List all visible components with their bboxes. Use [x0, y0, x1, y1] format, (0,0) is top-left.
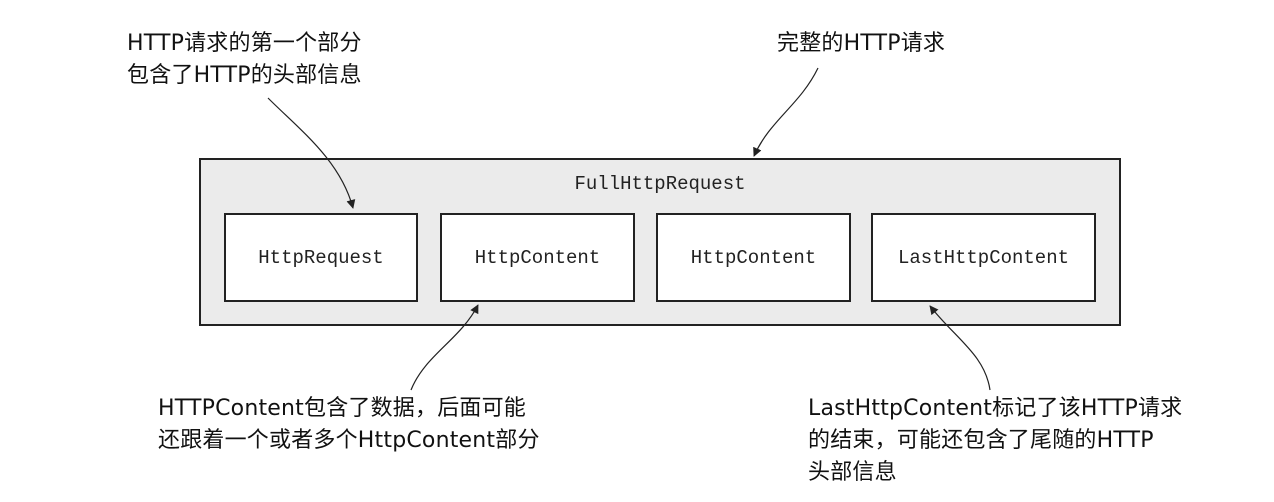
annotation-line: 包含了HTTP的头部信息	[127, 63, 362, 88]
part-box-http-content: HttpContent	[656, 213, 851, 302]
arrow-to-container	[753, 67, 819, 157]
annotation-line: HTTP请求的第一个部分	[127, 31, 362, 56]
part-label: HttpRequest	[258, 246, 384, 269]
container-label: FullHttpRequest	[574, 173, 746, 195]
annotation-line: 完整的HTTP请求	[777, 31, 946, 56]
annotation-line: 的结束，可能还包含了尾随的HTTP	[808, 428, 1154, 453]
annotation-line: HTTPContent包含了数据，后面可能	[158, 396, 526, 421]
part-label: HttpContent	[690, 246, 817, 269]
annotation-line: 头部信息	[808, 460, 897, 485]
annotation-last-http-content: LastHttpContent标记了该HTTP请求 的结束，可能还包含了尾随的H…	[808, 393, 1182, 489]
part-label: HttpContent	[474, 246, 601, 269]
annotation-http-request-header: HTTP请求的第一个部分 包含了HTTP的头部信息	[127, 28, 362, 92]
part-box-last-http-content: LastHttpContent	[871, 213, 1096, 302]
annotation-line: 还跟着一个或者多个HttpContent部分	[158, 428, 540, 453]
part-box-http-request: HttpRequest	[224, 213, 418, 302]
annotation-line: LastHttpContent标记了该HTTP请求	[808, 396, 1183, 421]
annotation-http-content: HTTPContent包含了数据，后面可能 还跟着一个或者多个HttpConte…	[158, 393, 540, 457]
part-label: LastHttpContent	[897, 246, 1070, 269]
annotation-full-request: 完整的HTTP请求	[777, 28, 945, 60]
part-box-http-content: HttpContent	[440, 213, 635, 302]
